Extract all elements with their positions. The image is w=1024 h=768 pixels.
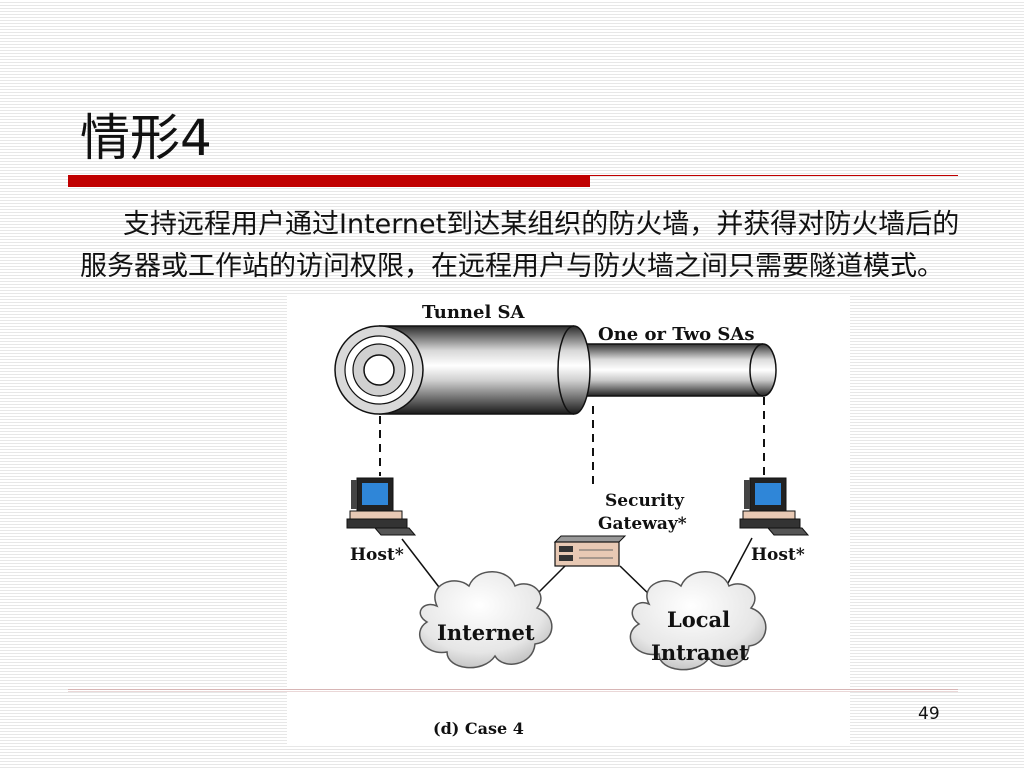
security-gateway-label-line1: Security: [605, 491, 685, 511]
case-4-diagram: Tunnel SA One or Two SAs Host*: [287, 294, 850, 744]
title-rule-thin: [590, 175, 958, 176]
body-paragraph: 支持远程用户通过Internet到达某组织的防火墙，并获得对防火墙后的服务器或工…: [80, 209, 960, 282]
internet-label: Internet: [437, 620, 535, 645]
figure-caption: (d) Case 4: [433, 719, 524, 738]
host-left-label: Host*: [350, 545, 404, 565]
inner-sa-tube: [577, 343, 777, 397]
host-computer-left-icon: [346, 477, 417, 536]
footer-rule: [68, 689, 958, 690]
local-intranet-label-line1: Local: [667, 607, 730, 632]
page-number: 49: [918, 704, 940, 724]
host-right-label: Host*: [751, 545, 805, 565]
title-rule: [68, 175, 958, 187]
local-intranet-cloud-icon: [629, 571, 767, 671]
footer-rule-secondary: [68, 691, 958, 692]
tunnel-sa-tube: [334, 325, 591, 415]
security-gateway-label-line2: Gateway*: [598, 514, 687, 534]
host-computer-right-icon: [739, 477, 810, 536]
security-gateway-icon: [553, 535, 627, 567]
inner-sa-label: One or Two SAs: [598, 324, 755, 345]
local-intranet-label-line2: Intranet: [651, 640, 749, 665]
tunnel-sa-label: Tunnel SA: [422, 302, 526, 323]
title-rule-thick: [68, 175, 590, 187]
slide-title: 情形4: [80, 109, 212, 167]
internet-cloud-icon: [418, 571, 553, 669]
